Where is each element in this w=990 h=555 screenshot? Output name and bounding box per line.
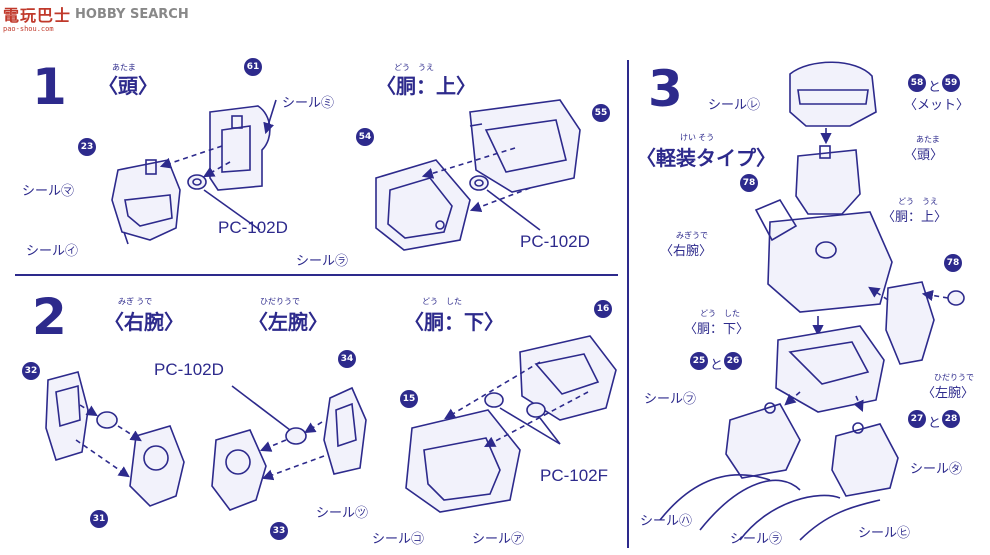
seal-hi: シール㋪: [858, 525, 911, 540]
part-26-badge: 26: [724, 352, 742, 370]
torso-upper-back-part-55: [469, 99, 581, 193]
watermark-url: pao-shou.com: [3, 25, 54, 33]
part-61-badge: 61: [244, 58, 262, 76]
part-25-badge: 25: [690, 352, 708, 370]
assembled-lower-torso: [775, 325, 885, 413]
pc-label-torso-upper: PC-102D: [520, 232, 590, 251]
assembled-helmet: [789, 61, 877, 127]
right-arm-lower-part-31: [129, 425, 185, 507]
seal-ko: シール㋙: [372, 531, 425, 546]
step-2-number: 2: [32, 288, 67, 346]
seal-i: シール㋑: [26, 243, 79, 258]
left-arm-title: 〈左腕〉: [248, 310, 328, 334]
part-54-badge: 54: [356, 128, 374, 146]
part-59-badge: 59: [942, 74, 960, 92]
seal-ta: シール㋟: [910, 461, 963, 476]
part-23-badge: 23: [78, 138, 96, 156]
assembled-head: [795, 145, 861, 215]
right-arm-label: 〈右腕〉: [660, 243, 713, 258]
part-16-badge: 16: [594, 300, 612, 318]
part-78-badge-a: 78: [740, 174, 758, 192]
seal-ma: シール㋮: [22, 183, 75, 198]
left-arm-upper-part-34: [323, 386, 367, 475]
and-58-59: と: [928, 79, 942, 94]
head-ruby: あたま: [112, 63, 136, 72]
left-arm-lower-part-33: [211, 429, 267, 511]
torso-down-label: 〈胴：下〉: [684, 321, 750, 336]
part-31-badge: 31: [90, 510, 108, 528]
torso-upper-front-part-54: [375, 159, 471, 251]
assembled-leg-left: [725, 402, 801, 479]
seal-ha: シール㋩: [640, 513, 693, 528]
polycap-3: [96, 411, 118, 429]
part-34-badge: 34: [338, 350, 356, 368]
right-arm-upper-part-32: [45, 371, 89, 461]
left-arm-label: 〈左腕〉: [922, 385, 975, 400]
head-label: 〈頭〉: [904, 147, 944, 162]
and-25-26: と: [710, 357, 724, 372]
polycap-5: [484, 392, 546, 418]
light-type-ruby: けい そう: [680, 133, 715, 142]
part-28-badge: 28: [942, 410, 960, 428]
torso-lower-front-part-15: [405, 409, 521, 513]
head-title: 〈頭〉: [98, 74, 158, 98]
torso-lower-title: 〈胴：下〉: [404, 310, 504, 334]
left-arm-label-ruby: ひだりうで: [934, 373, 974, 382]
left-arm-ruby: ひだりうで: [260, 297, 300, 306]
seal-ra-step3: シール㋶: [730, 531, 783, 546]
and-27-28: と: [928, 415, 942, 430]
watermark-mark: 電玩巴士: [3, 6, 72, 25]
step-3-number: 3: [648, 60, 683, 118]
part-55-badge: 55: [592, 104, 610, 122]
pc-label-torso-lower: PC-102F: [540, 466, 609, 485]
polycap-2: [469, 175, 489, 191]
right-arm-label-ruby: みぎうで: [676, 231, 708, 240]
polycap-1: [187, 174, 207, 190]
part-15-badge: 15: [400, 390, 418, 408]
met-label: 〈メット〉: [904, 97, 970, 112]
torso-lower-ruby: どう した: [422, 297, 462, 306]
torso-lower-back-part-16: [519, 335, 617, 421]
seal-mi: シール㋯: [282, 95, 335, 110]
head-back-part-61: [209, 105, 271, 191]
light-type-title: 〈軽装タイプ〉: [636, 146, 776, 170]
polycap-4: [285, 427, 307, 445]
assembled-upper-torso: [754, 198, 893, 313]
part-58-badge: 58: [908, 74, 926, 92]
watermark-text: HOBBY SEARCH: [75, 6, 189, 22]
part-33-badge: 33: [270, 522, 288, 540]
pc-label-arms: PC-102D: [154, 360, 224, 379]
watermark-logo: 電玩巴士 HOBBY SEARCH: [3, 3, 189, 25]
assembled-left-arm: [885, 281, 965, 365]
part-78-badge-b: 78: [944, 254, 962, 272]
seal-ra-step1: シール㋶: [296, 253, 349, 268]
seal-fu: シール㋫: [644, 391, 697, 406]
torso-upper-ruby: どう うえ: [394, 63, 434, 72]
torso-up-label: 〈胴：上〉: [882, 209, 948, 224]
part-27-badge: 27: [908, 410, 926, 428]
head-label-ruby: あたま: [916, 135, 940, 144]
right-arm-ruby: みぎ うで: [118, 297, 153, 306]
torso-upper-title: 〈胴：上〉: [376, 74, 476, 98]
part-32-badge: 32: [22, 362, 40, 380]
pc-label-head: PC-102D: [218, 218, 288, 237]
torso-up-label-ruby: どう うえ: [898, 197, 938, 206]
step-1-number: 1: [32, 58, 67, 116]
seal-n: シール㋡: [316, 505, 369, 520]
right-arm-title: 〈右腕〉: [104, 310, 184, 334]
head-front-part: [111, 159, 181, 245]
assembled-leg-right: [831, 422, 899, 497]
seal-re: シール㋹: [708, 97, 761, 112]
seal-a: シール㋐: [472, 531, 525, 546]
torso-down-label-ruby: どう した: [700, 309, 740, 318]
